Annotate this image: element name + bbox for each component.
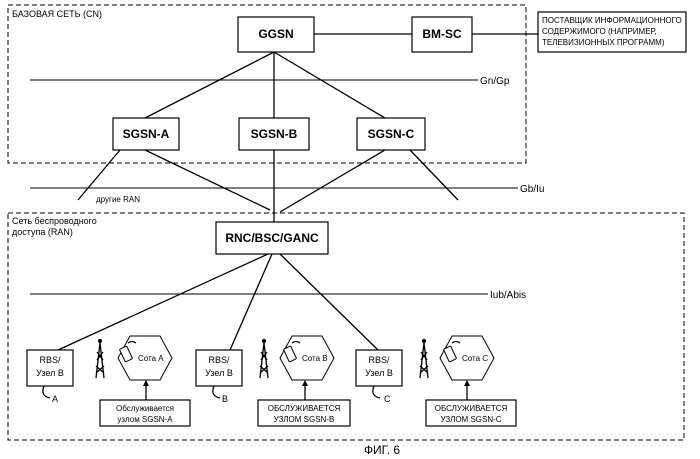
served-a-line2: узлом SGSN-A [117,415,173,424]
rbs-a-line2: Узел B [36,368,64,378]
gb-iu-label: Gb/Iu [520,184,544,195]
ran-label-line2: доступа (RAN) [12,227,73,237]
served-c-line1: ОБСЛУЖИВАЕТСЯ [435,404,508,413]
antenna-tower-icon [420,339,428,378]
cell-a-label: Сота А [138,354,164,363]
rbs-b-line1: RBS/ [208,355,230,365]
provider-line2: СОДЕРЖИМОГО (НАПРИМЕР, [542,27,657,36]
cell-c-label: Сота С [462,354,488,363]
rbs-b-tag: B [222,394,228,404]
rbs-c-line1: RBS/ [368,355,390,365]
served-b-line2: УЗЛОМ SGSN-B [274,415,335,424]
rbs-c-pointer [373,386,380,398]
ran-label-line1: Сеть беспроводного [12,216,97,226]
iub-abis-label: Iub/Abis [490,290,526,301]
sgsn-b-label: SGSN-B [251,127,298,141]
gn-gp-label: Gn/Gp [480,76,510,87]
rbs-c-line2: Узел В [365,368,393,378]
ggsn-label: GGSN [258,27,293,41]
link-sgsn-c-rnc [280,150,385,212]
cell-b-label: Сота В [302,354,328,363]
rbs-c-tag: C [384,394,391,404]
rbs-b-line2: Узел B [205,368,233,378]
rbs-b-pointer [213,386,220,398]
cell-b-arrowhead [302,380,308,386]
provider-line1: ПОСТАВЩИК ИНФОРМАЦИОННОГО [542,16,682,25]
figure-caption: ФИГ. 6 [364,443,400,457]
served-b-line1: ОБСЛУЖИВАЕТСЯ [268,404,341,413]
bmsc-label: BM-SC [422,27,462,41]
antenna-tower-icon [260,339,268,378]
rnc-label: RNC/BSC/GANC [225,231,319,245]
link-sgsn-a-other-ran [78,150,120,200]
provider-line3: ТЕЛЕВИЗИОННЫХ ПРОГРАММ) [542,38,665,47]
core-network-label: БАЗОВАЯ СЕТЬ (CN) [12,9,102,19]
link-ggsn-sgsn-a [145,52,274,118]
sgsn-c-label: SGSN-C [368,127,415,141]
served-c-line2: УЗЛОМ SGSN-C [440,415,501,424]
rbs-a-line1: RBS/ [39,355,61,365]
served-a-line1: Обслуживается [116,404,174,413]
sgsn-a-label: SGSN-A [123,127,170,141]
rbs-a-tag: A [52,394,58,404]
link-sgsn-c-other-ran [410,150,458,200]
other-ran-label: другие RAN [96,195,140,204]
cell-a-arrowhead [143,380,149,386]
link-sgsn-a-rnc [145,150,270,210]
antenna-tower-icon [96,339,104,378]
cell-c-arrowhead [464,380,470,386]
link-ggsn-sgsn-c [274,52,385,118]
rbs-a-pointer [43,386,50,398]
